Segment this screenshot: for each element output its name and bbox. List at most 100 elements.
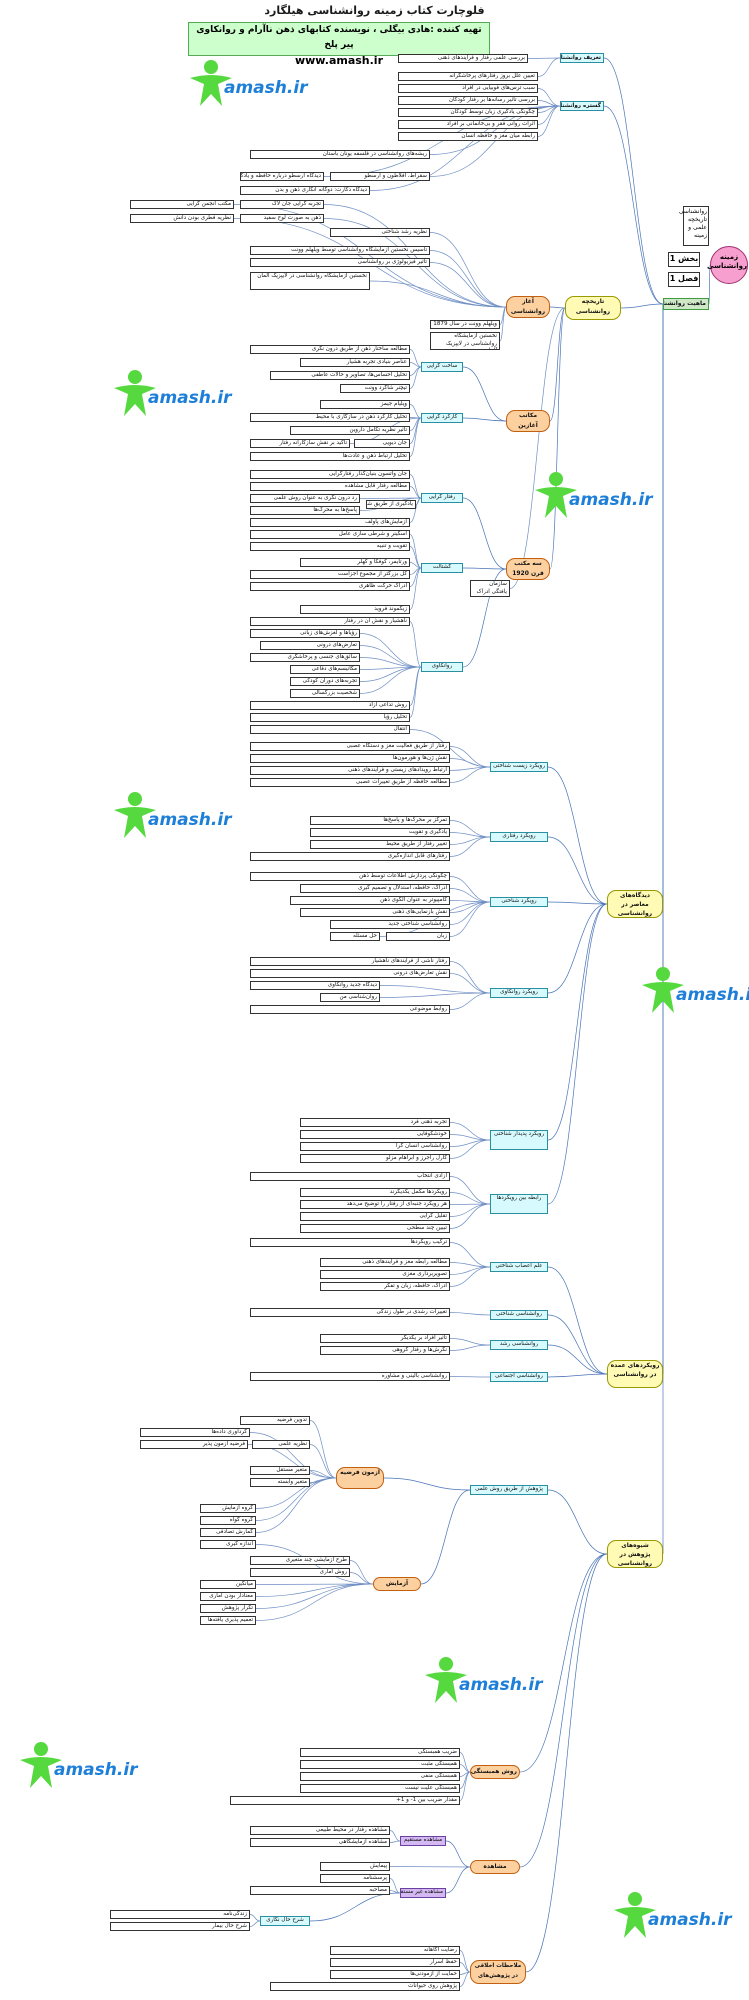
- node-case-history[interactable]: شرح حال نگاری: [260, 1916, 310, 1926]
- node-behaviorism[interactable]: رفتار گرایی: [421, 493, 463, 503]
- root-topic[interactable]: زمینه روانشناسی: [707, 246, 748, 284]
- node-relation[interactable]: رابطه بین رویکردها: [490, 1194, 548, 1214]
- node-scientific-method[interactable]: پژوهش از طریق روش علمی: [470, 1485, 548, 1495]
- leaf-subfields: تأثیر افراد بر یکدیگر: [320, 1334, 450, 1343]
- connector-line: [449, 836, 491, 845]
- branch-research[interactable]: شیوه‌های پژوهش در روانشناسی: [607, 1540, 663, 1568]
- connector-line: [449, 1203, 491, 1229]
- connector-line: [409, 474, 422, 499]
- leaf-behavioral: تغییر رفتار از طریق محیط: [310, 840, 450, 849]
- header-url[interactable]: www.amash.ir: [294, 54, 384, 67]
- leaf-scope: چگونگی یادگیری زبان توسط کودکان: [398, 108, 538, 117]
- branch-twentieth[interactable]: سه مکتب قرن 1920: [506, 558, 550, 580]
- node-observation[interactable]: مشاهده: [470, 1860, 520, 1874]
- node-ethics[interactable]: ملاحظات اخلاقی در پژوهش‌های روانشناسی: [470, 1960, 526, 1984]
- branch-perspectives[interactable]: دیدگاه‌های معاصر در روانشناسی: [607, 890, 663, 918]
- connector-line: [509, 307, 566, 589]
- connector-line: [449, 992, 491, 1010]
- connector-line: [547, 903, 608, 994]
- connector-line: [449, 1192, 491, 1205]
- leaf-gestalt: سازمان یافتگی ادراک: [470, 580, 510, 597]
- leaf-research: معنادار بودن آماری: [200, 1592, 256, 1601]
- node-psychoanalytic[interactable]: رویکرد روانکاوی: [490, 988, 548, 998]
- leaf-research: روش آماری: [250, 1568, 350, 1577]
- leaf-psychoanalytic: رفتار ناشی از فرایندهای ناهشیار: [250, 957, 450, 966]
- node-hypothesis[interactable]: آزمون فرضیه: [336, 1467, 384, 1489]
- leaf-history: نظریه رشد شناختی: [330, 228, 430, 237]
- leaf-ethics: حفظ اسرار: [330, 1958, 460, 1967]
- leaf-history: ذهن به صورت لوح سفید: [240, 214, 324, 223]
- leaf-phenomenological: روانشناسی انسان گرا: [300, 1142, 450, 1151]
- watermark-logo: amash.ir: [423, 1655, 543, 1705]
- node-direct-obs[interactable]: مشاهده مستقیم: [400, 1836, 446, 1846]
- leaf-subfields: روانشناسی بالینی و مشاوره: [250, 1372, 450, 1381]
- branch-subfields[interactable]: رویکردهای عمده در روانشناسی: [607, 1360, 663, 1388]
- connector-line: [255, 1583, 374, 1621]
- watermark-logo: amash.ir: [188, 58, 308, 108]
- part-label[interactable]: بخش 1: [668, 252, 700, 267]
- leaf-history: تأسیس نخستین آزمایشگاه روانشناسی توسط وی…: [250, 246, 430, 255]
- connector-line: [409, 349, 422, 368]
- branch-scope[interactable]: گستره روانشناسی: [560, 101, 604, 111]
- branch-early-schools[interactable]: مکاتب آغازین روانشناسی: [506, 410, 550, 432]
- node-experiment[interactable]: آزمایش: [373, 1577, 421, 1591]
- node-bio[interactable]: رویکرد زیست شناختی: [490, 762, 548, 772]
- connector-line: [429, 262, 507, 308]
- node-psychoanalysis[interactable]: روانکاوی: [421, 662, 463, 672]
- leaf-psychoanalysis: رؤیاها و لغزش‌های زبانی: [250, 629, 360, 638]
- node-social[interactable]: روانشناسی اجتماعی: [490, 1372, 548, 1382]
- leaf-cognitive: چگونگی پردازش اطلاعات توسط ذهن: [250, 872, 450, 881]
- branch-history[interactable]: تاریخچه روانشناسی: [565, 296, 621, 320]
- node-bio-field[interactable]: علم اعصاب شناختی: [490, 1262, 548, 1272]
- connector-line: [549, 307, 566, 422]
- main-topic-node[interactable]: ماهیت روانشناسی: [663, 298, 709, 310]
- leaf-observation: مشاهده آزمایشگاهی: [250, 1838, 390, 1847]
- connector-line: [255, 1583, 374, 1585]
- connector-line: [309, 1892, 401, 1922]
- node-developmental[interactable]: روانشناسی رشد: [490, 1340, 548, 1350]
- connector-line: [249, 1914, 261, 1922]
- leaf-relation: تبیین چند سطحی: [300, 1224, 450, 1233]
- node-structuralism[interactable]: ساخت گرایی: [421, 362, 463, 372]
- node-cognitive-field[interactable]: روانشناسی شناختی: [490, 1310, 548, 1320]
- connector-line: [547, 903, 608, 1141]
- leaf-phenomenological: آزادی انتخاب: [250, 1172, 450, 1181]
- connector-line: [449, 876, 491, 903]
- connector-line: [549, 306, 566, 309]
- node-phenomenological[interactable]: رویکرد پدیدار شناختی: [490, 1130, 548, 1150]
- leaf-history: دیدگاه ارسطو درباره حافظه و یادگیری: [240, 172, 324, 181]
- connector-line: [547, 1314, 608, 1375]
- node-indirect-obs[interactable]: مشاهده غیر مستقیم: [400, 1888, 446, 1898]
- leaf-research: تدوین فرضیه: [240, 1416, 310, 1425]
- leaf-functionalism: جان دیویی: [354, 439, 410, 448]
- leaf-history: دیدگاه دکارت: دوگانه انگاری ذهن و بدن: [240, 186, 370, 195]
- connector-line: [449, 888, 491, 903]
- connector-line: [547, 903, 608, 1205]
- branch-science-origins[interactable]: آغاز روانشناسی علمی: [506, 296, 550, 318]
- leaf-structuralism: تحلیل احساس‌ها، تصاویر و حالات عاطفی: [270, 371, 410, 380]
- person-logo-icon: [114, 792, 156, 838]
- chapter-label[interactable]: فصل 1: [668, 272, 700, 287]
- leaf-structuralism: مطالعه ساختار ذهن از طریق درون نگری: [250, 345, 410, 354]
- node-cognitive[interactable]: رویکرد شناختی: [490, 897, 548, 907]
- leaf-behaviorism: پاسخ‌ها به محرک‌ها: [250, 506, 360, 515]
- connector-line: [462, 417, 507, 422]
- node-functionalism[interactable]: کارکرد گرایی: [421, 413, 463, 423]
- connector-line: [547, 1489, 608, 1555]
- connector-line: [323, 204, 507, 308]
- connector-line: [429, 105, 561, 155]
- node-behavioral[interactable]: رویکرد رفتاری: [490, 832, 548, 842]
- page-title: فلوچارت کتاب زمینه روانشناسی هیلگارد: [264, 4, 485, 17]
- node-gestalt[interactable]: گشتالت: [421, 563, 463, 573]
- connector-line: [359, 666, 422, 694]
- leaf-subfields: تغییرات رشدی در طول زندگی: [250, 1308, 450, 1317]
- leaf-relation: ترکیب رویکردها: [250, 1238, 450, 1247]
- connector-line: [547, 1266, 608, 1375]
- leaf-scope: اثرات روانی فقر و بی‌خانمانی بر افراد: [398, 120, 538, 129]
- leaf-psychoanalysis: شخصیت بزرگسالی: [290, 689, 360, 698]
- branch-definition[interactable]: تعریف روانشناسی: [560, 53, 604, 63]
- leaf-relation: هر رویکرد جنبه‌ای از رفتار را توضیح می‌د…: [300, 1200, 450, 1209]
- leaf-history: نظریه فطری بودن دانش: [130, 214, 234, 223]
- node-correlation[interactable]: روش همبستگی: [470, 1765, 520, 1779]
- leaf-cognitive: نقش بازنمایی‌های ذهنی: [300, 908, 450, 917]
